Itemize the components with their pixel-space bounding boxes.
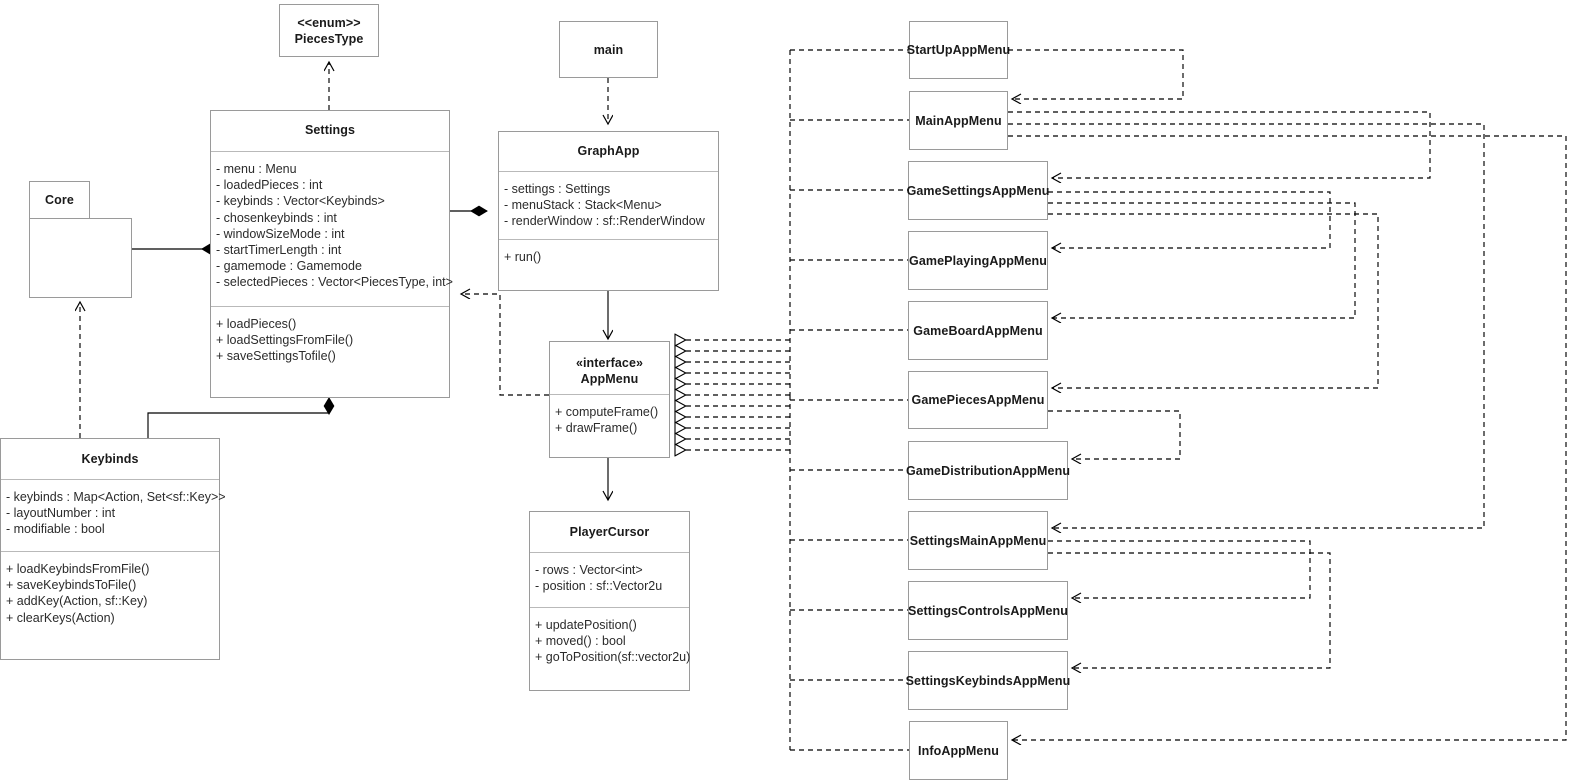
class-box-core-body[interactable] bbox=[29, 218, 132, 298]
menu-class-name: SettingsKeybindsAppMenu bbox=[905, 673, 1071, 688]
class-box-keybinds[interactable]: Keybinds - keybinds : Map<Action, Set<sf… bbox=[0, 438, 226, 660]
player-cursor-name: PlayerCursor bbox=[569, 525, 650, 539]
operation-row: + loadKeybindsFromFile() bbox=[6, 562, 150, 576]
app-menu-stereotype: «interface» bbox=[575, 356, 644, 370]
attribute-row: - settings : Settings bbox=[504, 182, 611, 196]
class-box-info-app-menu[interactable]: InfoAppMenu bbox=[909, 721, 1008, 780]
graph-app-attributes: - settings : Settings - menuStack : Stac… bbox=[499, 171, 718, 239]
class-box-settings-main-app-menu[interactable]: SettingsMainAppMenu bbox=[908, 511, 1048, 570]
attribute-row: - modifiable : bool bbox=[6, 522, 105, 537]
operation-row: + moved() : bool bbox=[535, 634, 626, 649]
class-box-core-header[interactable]: Core bbox=[29, 181, 90, 219]
graph-app-name: GraphApp bbox=[577, 144, 640, 158]
menu-class-name: InfoAppMenu bbox=[918, 743, 999, 758]
attribute-row: - selectedPieces : Vector<PiecesType, in… bbox=[216, 275, 453, 290]
menu-class-name: SettingsControlsAppMenu bbox=[908, 603, 1068, 618]
menu-class-name: StartUpAppMenu bbox=[906, 43, 1011, 57]
app-menu-operations: + computeFrame() + drawFrame() bbox=[550, 394, 669, 444]
player-cursor-operations: + updatePosition() + moved() : bool + go… bbox=[530, 607, 691, 674]
player-cursor-attributes: - rows : Vector<int> - position : sf::Ve… bbox=[530, 552, 689, 607]
class-box-app-menu[interactable]: «interface» AppMenu + computeFrame() + d… bbox=[549, 341, 670, 458]
class-box-game-settings-app-menu[interactable]: GameSettingsAppMenu bbox=[906, 161, 1050, 220]
class-box-startup-app-menu[interactable]: StartUpAppMenu bbox=[906, 21, 1011, 79]
operation-row: + saveKeybindsToFile() bbox=[6, 578, 137, 593]
keybinds-attributes: - keybinds : Map<Action, Set<sf::Key>> -… bbox=[1, 479, 226, 551]
pieces-type-stereotype: <<enum>> bbox=[297, 16, 361, 30]
class-box-game-distribution-app-menu[interactable]: GameDistributionAppMenu bbox=[905, 441, 1071, 500]
attribute-row: - keybinds : Vector<Keybinds> bbox=[216, 194, 385, 209]
class-box-pieces-type[interactable]: <<enum>> PiecesType bbox=[279, 4, 379, 57]
class-box-settings[interactable]: Settings - menu : Menu - loadedPieces : … bbox=[210, 110, 453, 398]
menu-class-name: GamePiecesAppMenu bbox=[911, 393, 1045, 407]
pieces-type-name: PiecesType bbox=[294, 32, 364, 46]
attribute-row: - menuStack : Stack<Menu> bbox=[504, 198, 662, 213]
operation-row: + clearKeys(Action) bbox=[6, 610, 115, 625]
class-box-graph-app[interactable]: GraphApp - settings : Settings - menuSta… bbox=[498, 131, 719, 291]
attribute-row: - chosenkeybinds : int bbox=[216, 210, 337, 225]
attribute-row: - renderWindow : sf::RenderWindow bbox=[504, 214, 705, 229]
class-box-game-playing-app-menu[interactable]: GamePlayingAppMenu bbox=[908, 231, 1048, 290]
class-box-player-cursor[interactable]: PlayerCursor - rows : Vector<int> - posi… bbox=[529, 511, 690, 691]
settings-name: Settings bbox=[304, 123, 356, 137]
menu-class-name: GameSettingsAppMenu bbox=[906, 183, 1050, 198]
core-name: Core bbox=[45, 193, 74, 207]
menu-class-name: GamePlayingAppMenu bbox=[909, 253, 1047, 268]
class-box-main-app-menu[interactable]: MainAppMenu bbox=[909, 91, 1008, 150]
main-name: main bbox=[593, 43, 624, 57]
attribute-row: - windowSizeMode : int bbox=[216, 226, 345, 241]
menu-class-name: GameDistributionAppMenu bbox=[905, 463, 1071, 478]
class-box-game-board-app-menu[interactable]: GameBoardAppMenu bbox=[908, 301, 1048, 360]
class-box-game-pieces-app-menu[interactable]: GamePiecesAppMenu bbox=[908, 371, 1048, 429]
attribute-row: - rows : Vector<int> bbox=[535, 563, 643, 577]
operation-row: + updatePosition() bbox=[535, 618, 637, 632]
attribute-row: - startTimerLength : int bbox=[216, 243, 342, 258]
attribute-row: - loadedPieces : int bbox=[216, 178, 323, 193]
class-box-settings-controls-app-menu[interactable]: SettingsControlsAppMenu bbox=[908, 581, 1068, 640]
class-box-settings-keybinds-app-menu[interactable]: SettingsKeybindsAppMenu bbox=[905, 651, 1071, 710]
settings-attributes: - menu : Menu - loadedPieces : int - key… bbox=[211, 151, 453, 306]
operation-row: + saveSettingsTofile() bbox=[216, 349, 336, 364]
operation-row: + addKey(Action, sf::Key) bbox=[6, 594, 148, 609]
operation-row: + drawFrame() bbox=[555, 421, 638, 436]
operation-row: + computeFrame() bbox=[555, 405, 659, 419]
attribute-row: - position : sf::Vector2u bbox=[535, 579, 663, 594]
attribute-row: - keybinds : Map<Action, Set<sf::Key>> bbox=[6, 490, 226, 504]
menu-class-name: SettingsMainAppMenu bbox=[909, 533, 1047, 548]
menu-class-name: MainAppMenu bbox=[915, 113, 1002, 128]
menu-class-name: GameBoardAppMenu bbox=[913, 323, 1043, 338]
attribute-row: - gamemode : Gamemode bbox=[216, 259, 362, 274]
operation-row: + loadPieces() bbox=[216, 317, 297, 331]
app-menu-name: AppMenu bbox=[580, 372, 639, 386]
keybinds-operations: + loadKeybindsFromFile() + saveKeybindsT… bbox=[1, 551, 219, 634]
graph-app-operations: + run() bbox=[499, 239, 718, 273]
operation-row: + goToPosition(sf::vector2u) bbox=[535, 650, 691, 665]
settings-operations: + loadPieces() + loadSettingsFromFile() … bbox=[211, 306, 449, 373]
class-box-main[interactable]: main bbox=[559, 21, 658, 78]
operation-row: + run() bbox=[504, 250, 542, 264]
attribute-row: - menu : Menu bbox=[216, 162, 297, 176]
attribute-row: - layoutNumber : int bbox=[6, 506, 116, 521]
operation-row: + loadSettingsFromFile() bbox=[216, 333, 354, 348]
keybinds-name: Keybinds bbox=[81, 452, 139, 466]
